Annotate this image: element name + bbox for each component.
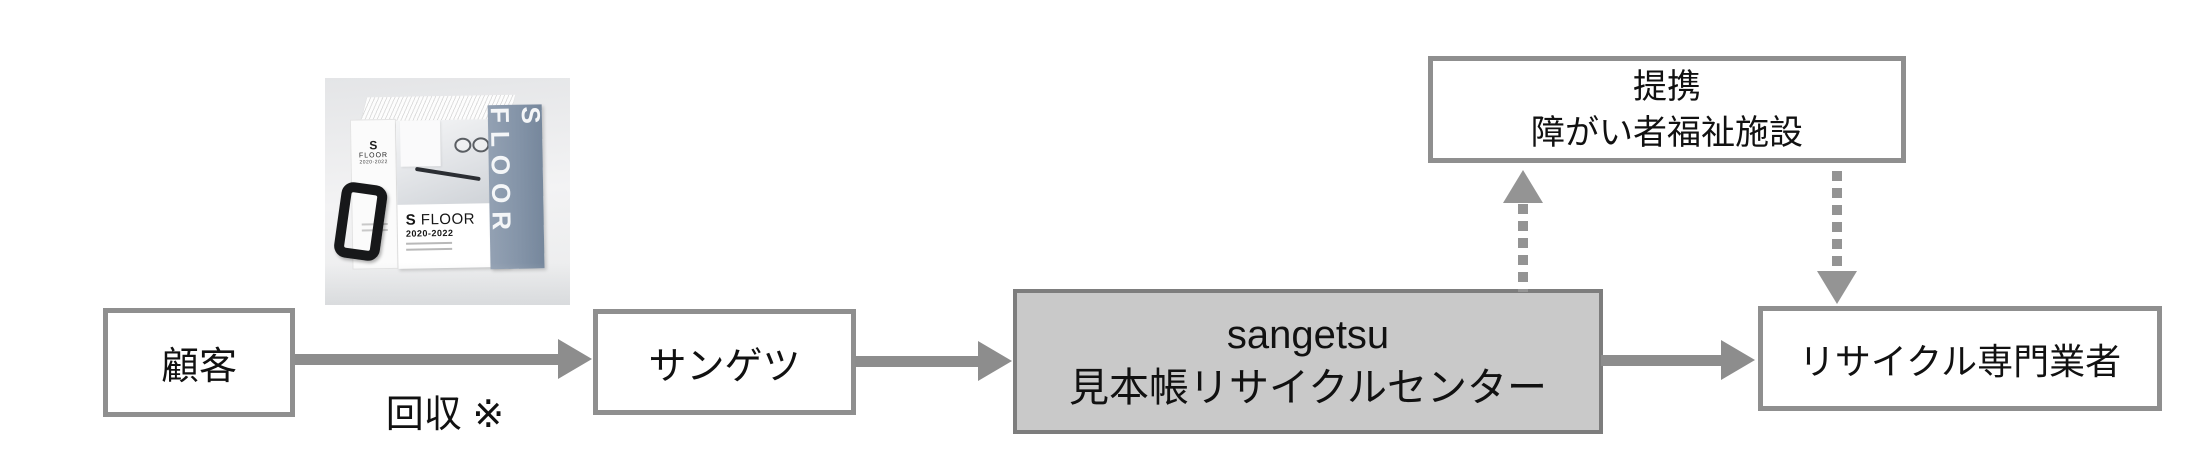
- recycler-label: リサイクル専門業者: [1798, 340, 2122, 382]
- arrow-center-to-recycler-line: [1601, 355, 1722, 366]
- dashed-arrow-center-to-partner-head: [1503, 170, 1543, 203]
- book-edge-years: 2020-2022: [359, 159, 388, 166]
- dashed-arrow-partner-to-recycler-line: [1832, 171, 1842, 273]
- partner-line2: 障がい者福祉施設: [1531, 113, 1803, 152]
- collection-note-label: 回収 ※: [385, 394, 505, 436]
- partner-facility-box: 提携 障がい者福祉施設: [1428, 56, 1906, 163]
- arrow-customer-to-sangetsu-line: [295, 354, 559, 365]
- sangetsu-label: サンゲツ: [648, 345, 801, 388]
- recycle-center-line1: sangetsu: [1226, 312, 1390, 357]
- sample-book-photo: S FLOOR 2020-2022 S FLOOR 2020-2022: [325, 78, 570, 305]
- dashed-arrow-partner-to-recycler-head: [1817, 271, 1857, 304]
- cover-title-floor: FLOOR: [416, 210, 476, 229]
- cover-cabinet-shape: [399, 120, 441, 167]
- book-spine-title: S FLOOR: [484, 106, 547, 239]
- arrow-center-to-recycler-head: [1721, 340, 1755, 380]
- book-edge-title-s: S: [369, 138, 378, 153]
- dashed-arrow-center-to-partner-line: [1518, 204, 1528, 292]
- cover-pen-shape: [414, 166, 481, 182]
- arrow-sangetsu-to-center-head: [978, 341, 1012, 381]
- customer-box: 顧客: [103, 308, 295, 417]
- cover-title-s: S: [405, 211, 417, 229]
- recycle-center-box: sangetsu 見本帳リサイクルセンター: [1013, 289, 1603, 434]
- partner-line1: 提携: [1633, 67, 1701, 106]
- book-spine: S FLOOR: [485, 104, 546, 270]
- recycler-box: リサイクル専門業者: [1758, 306, 2162, 411]
- arrow-customer-to-sangetsu-head: [558, 339, 592, 379]
- cover-glasses-lens-left: [454, 137, 472, 153]
- recycle-center-line2: 見本帳リサイクルセンター: [1069, 365, 1547, 410]
- sample-book: S FLOOR 2020-2022 S FLOOR 2020-2022: [332, 92, 546, 271]
- customer-label: 顧客: [160, 346, 237, 388]
- arrow-sangetsu-to-center-line: [855, 356, 979, 367]
- sangetsu-box: サンゲツ: [593, 309, 856, 415]
